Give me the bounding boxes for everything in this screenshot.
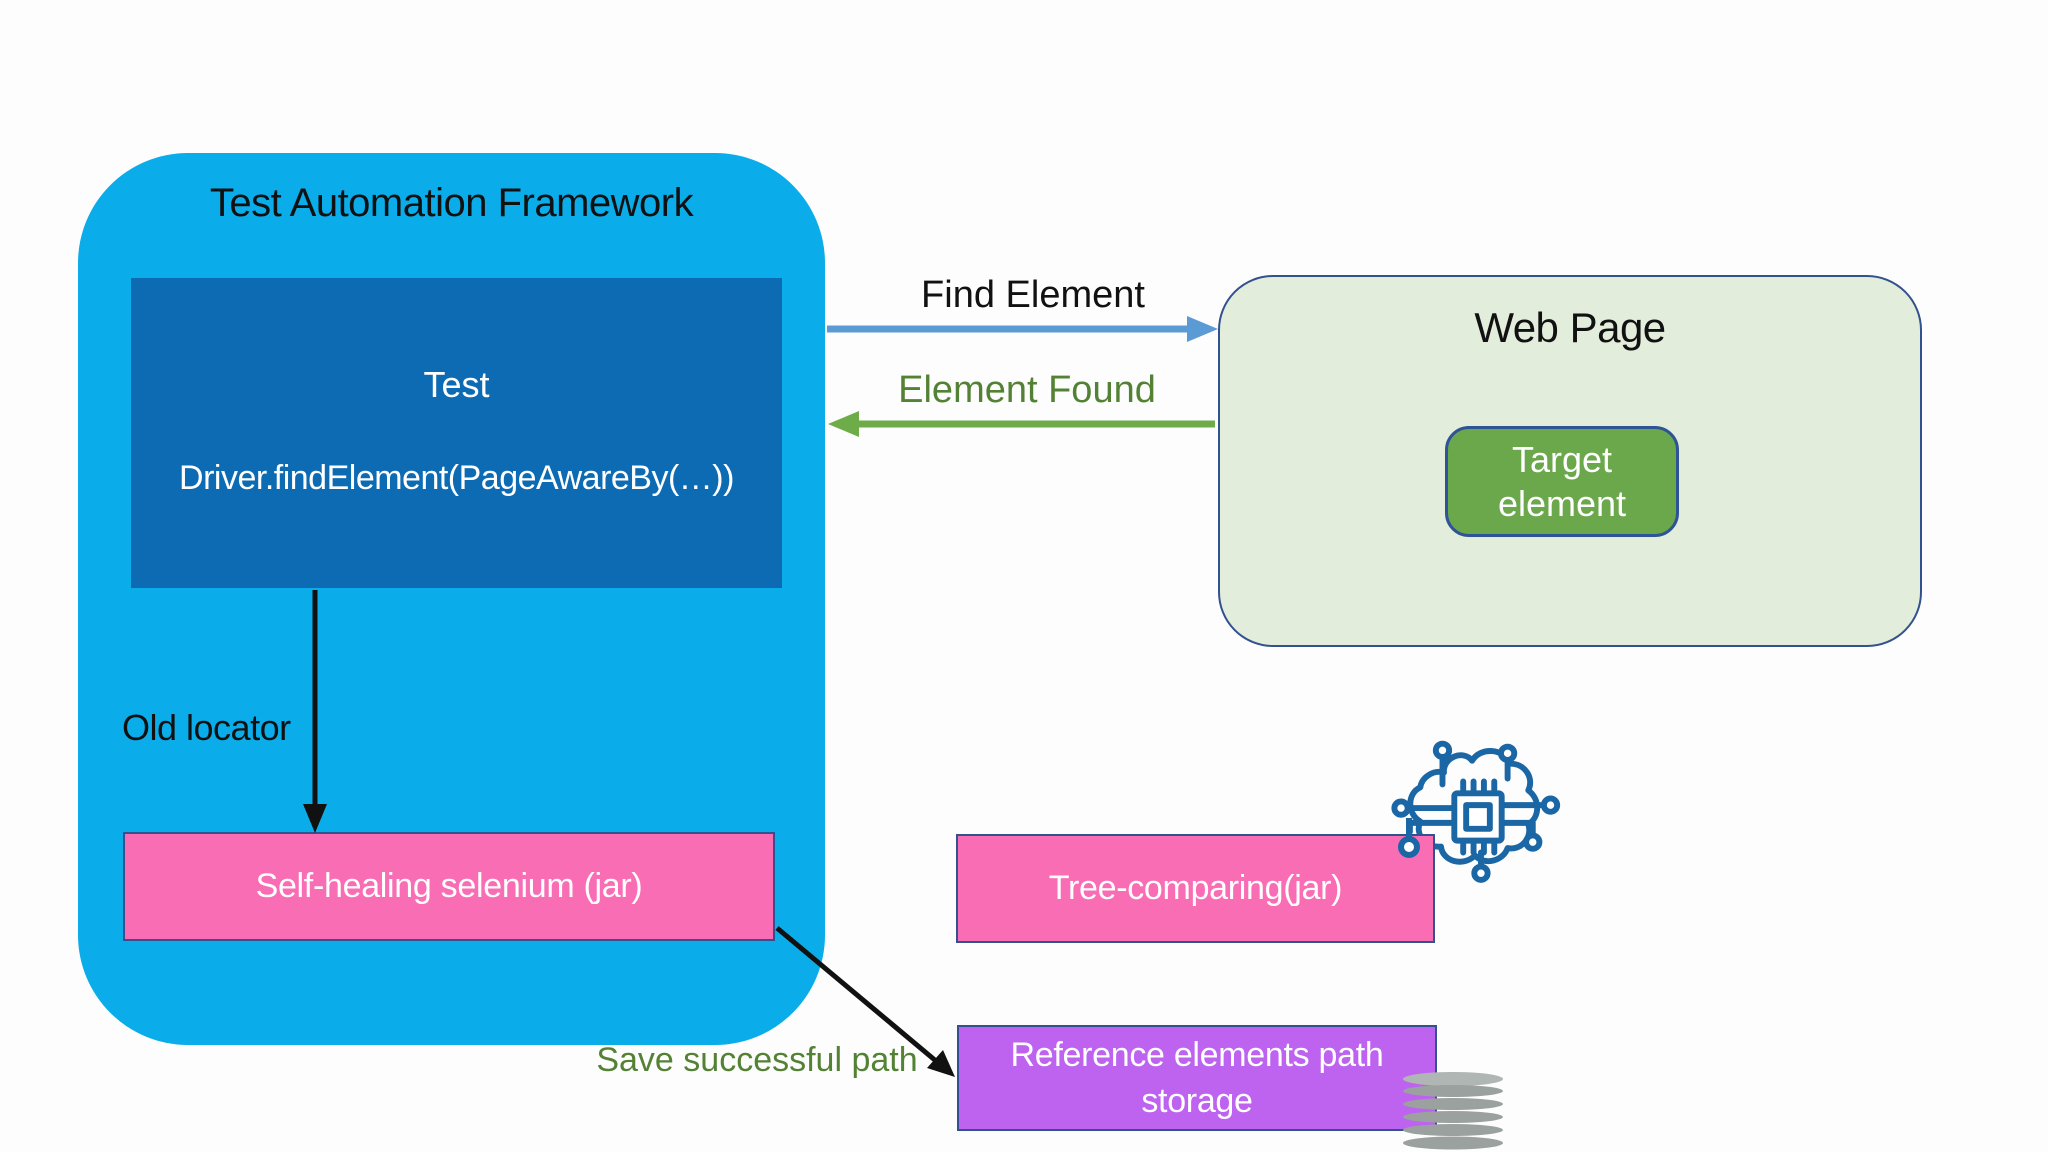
web-page-title: Web Page — [1474, 304, 1666, 351]
element-found-arrow — [828, 411, 1215, 437]
framework-title: Test Automation Framework — [209, 181, 694, 225]
test-box-code: Driver.findElement(PageAwareBy(…)) — [179, 459, 734, 497]
find-element-arrow — [827, 316, 1218, 342]
self-healing-selenium-box: Self-healing selenium (jar) — [123, 832, 775, 941]
web-page-box: Web Page Target element — [1218, 275, 1922, 647]
test-box: Test Driver.findElement(PageAwareBy(…)) — [131, 278, 782, 588]
target-element-label-line1: Target — [1511, 438, 1613, 480]
storage-label-line1: Reference elements path — [1010, 1036, 1384, 1074]
save-successful-path-label: Save successful path — [596, 1041, 918, 1079]
find-element-label: Find Element — [921, 274, 1145, 316]
storage-label-line2: storage — [1141, 1082, 1253, 1120]
reference-path-storage-box: Reference elements path storage — [957, 1025, 1437, 1131]
old-locator-label: Old locator — [122, 707, 291, 748]
target-element-label-line2: element — [1497, 482, 1627, 524]
test-box-title: Test — [423, 364, 490, 405]
target-element-box: Target element — [1445, 426, 1679, 537]
tree-comparing-box: Tree-comparing(jar) — [956, 834, 1435, 943]
element-found-label: Element Found — [898, 369, 1156, 411]
